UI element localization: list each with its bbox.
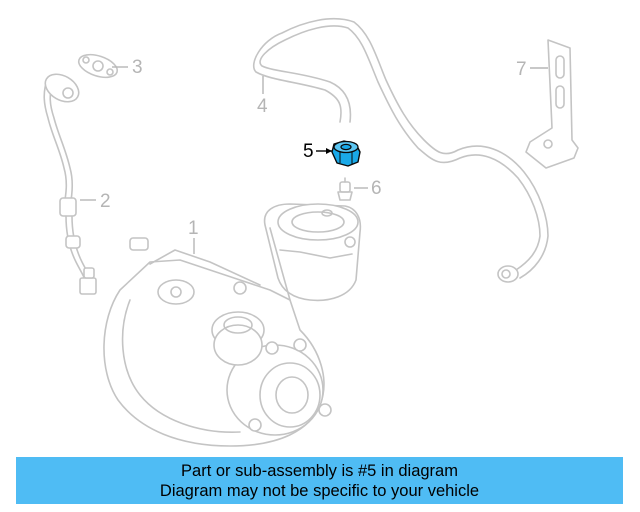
callout-5-label: 5 bbox=[303, 141, 314, 162]
callout-6: 6 bbox=[354, 178, 382, 199]
banner-line-2: Diagram may not be specific to your vehi… bbox=[159, 481, 480, 500]
part-7-bracket[interactable] bbox=[525, 39, 579, 169]
callout-3: 3 bbox=[112, 57, 143, 78]
part-3-gasket[interactable] bbox=[76, 50, 120, 81]
callout-1: 1 bbox=[188, 218, 199, 254]
part-4-pipe[interactable] bbox=[253, 18, 549, 283]
callout-5: 5 bbox=[303, 141, 332, 162]
callout-4: 4 bbox=[257, 76, 268, 117]
callout-2-label: 2 bbox=[100, 191, 111, 212]
part-5-nut-highlighted[interactable] bbox=[331, 140, 361, 167]
callout-7: 7 bbox=[516, 59, 548, 80]
callout-3-label: 3 bbox=[132, 57, 143, 78]
callout-2: 2 bbox=[80, 191, 111, 212]
part-6-valve[interactable] bbox=[337, 177, 353, 201]
part-1-turbocharger[interactable] bbox=[103, 203, 362, 447]
parts-diagram: 1 2 3 4 5 6 7 bbox=[40, 18, 579, 447]
callout-1-label: 1 bbox=[188, 218, 199, 239]
callout-7-label: 7 bbox=[516, 59, 527, 80]
banner-line-1: Part or sub-assembly is #5 in diagram bbox=[181, 461, 458, 480]
callout-6-label: 6 bbox=[371, 178, 382, 199]
part-2-oil-line[interactable] bbox=[40, 69, 97, 295]
info-banner: Part or sub-assembly is #5 in diagram Di… bbox=[16, 457, 623, 504]
callout-4-label: 4 bbox=[257, 96, 268, 117]
